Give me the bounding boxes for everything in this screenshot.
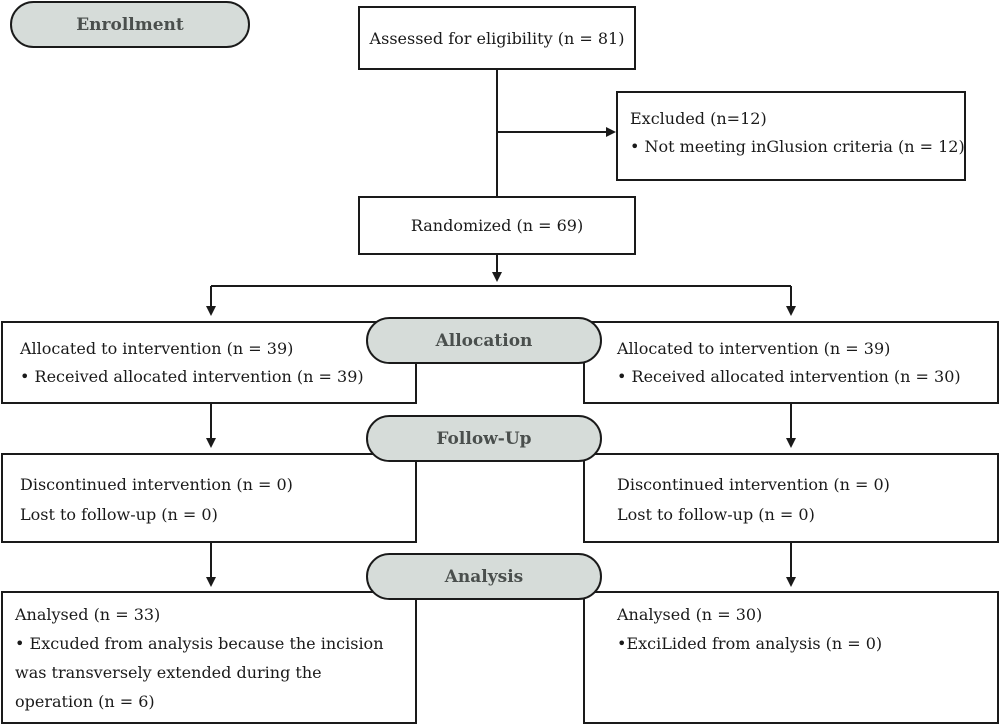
assessed-box: Assessed for eligibility (n = 81): [358, 6, 636, 70]
stage-analysis: Analysis: [366, 553, 602, 600]
left-analysis-line-3: was transversely extended during the: [15, 663, 322, 682]
left-followup-box: Discontinued intervention (n = 0) Lost t…: [1, 453, 417, 543]
randomized-text: Randomized (n = 69): [410, 216, 584, 235]
left-analysis-line-2: • Excuded from analysis because the inci…: [15, 634, 384, 653]
left-followup-line-2: Lost to follow-up (n = 0): [20, 505, 218, 524]
assessed-text: Assessed for eligibility (n = 81): [369, 28, 625, 48]
excluded-box: Excluded (n=12) • Not meeting inGlusion …: [616, 91, 966, 181]
right-allocation-line-1: Allocated to intervention (n = 39): [617, 339, 891, 358]
randomized-box: Randomized (n = 69): [358, 196, 636, 255]
right-allocation-line-2: • Received allocated intervention (n = 3…: [617, 367, 961, 386]
right-followup-line-1: Discontinued intervention (n = 0): [617, 475, 890, 494]
right-analysis-box: Analysed (n = 30) •ExciLided from analys…: [583, 591, 999, 724]
left-analysis-line-1: Analysed (n = 33): [15, 605, 161, 624]
stage-enrollment: Enrollment: [10, 1, 250, 48]
right-allocation-box: Allocated to intervention (n = 39) • Rec…: [583, 321, 999, 404]
left-allocation-line-1: Allocated to intervention (n = 39): [20, 339, 294, 358]
left-allocation-line-2: • Received allocated intervention (n = 3…: [20, 367, 364, 386]
left-analysis-line-4: operation (n = 6): [15, 692, 155, 711]
left-analysis-box: Analysed (n = 33) • Excuded from analysi…: [1, 591, 417, 724]
right-followup-box: Discontinued intervention (n = 0) Lost t…: [583, 453, 999, 543]
right-followup-line-2: Lost to follow-up (n = 0): [617, 505, 815, 524]
right-analysis-line-2: •ExciLided from analysis (n = 0): [617, 634, 883, 653]
stage-allocation: Allocation: [366, 317, 602, 364]
left-followup-line-1: Discontinued intervention (n = 0): [20, 475, 293, 494]
excluded-reason: • Not meeting inGlusion criteria (n = 12…: [630, 137, 965, 156]
stage-follow-up: Follow-Up: [366, 415, 602, 462]
right-analysis-line-1: Analysed (n = 30): [617, 605, 763, 624]
left-allocation-box: Allocated to intervention (n = 39) • Rec…: [1, 321, 417, 404]
excluded-title: Excluded (n=12): [630, 109, 767, 128]
